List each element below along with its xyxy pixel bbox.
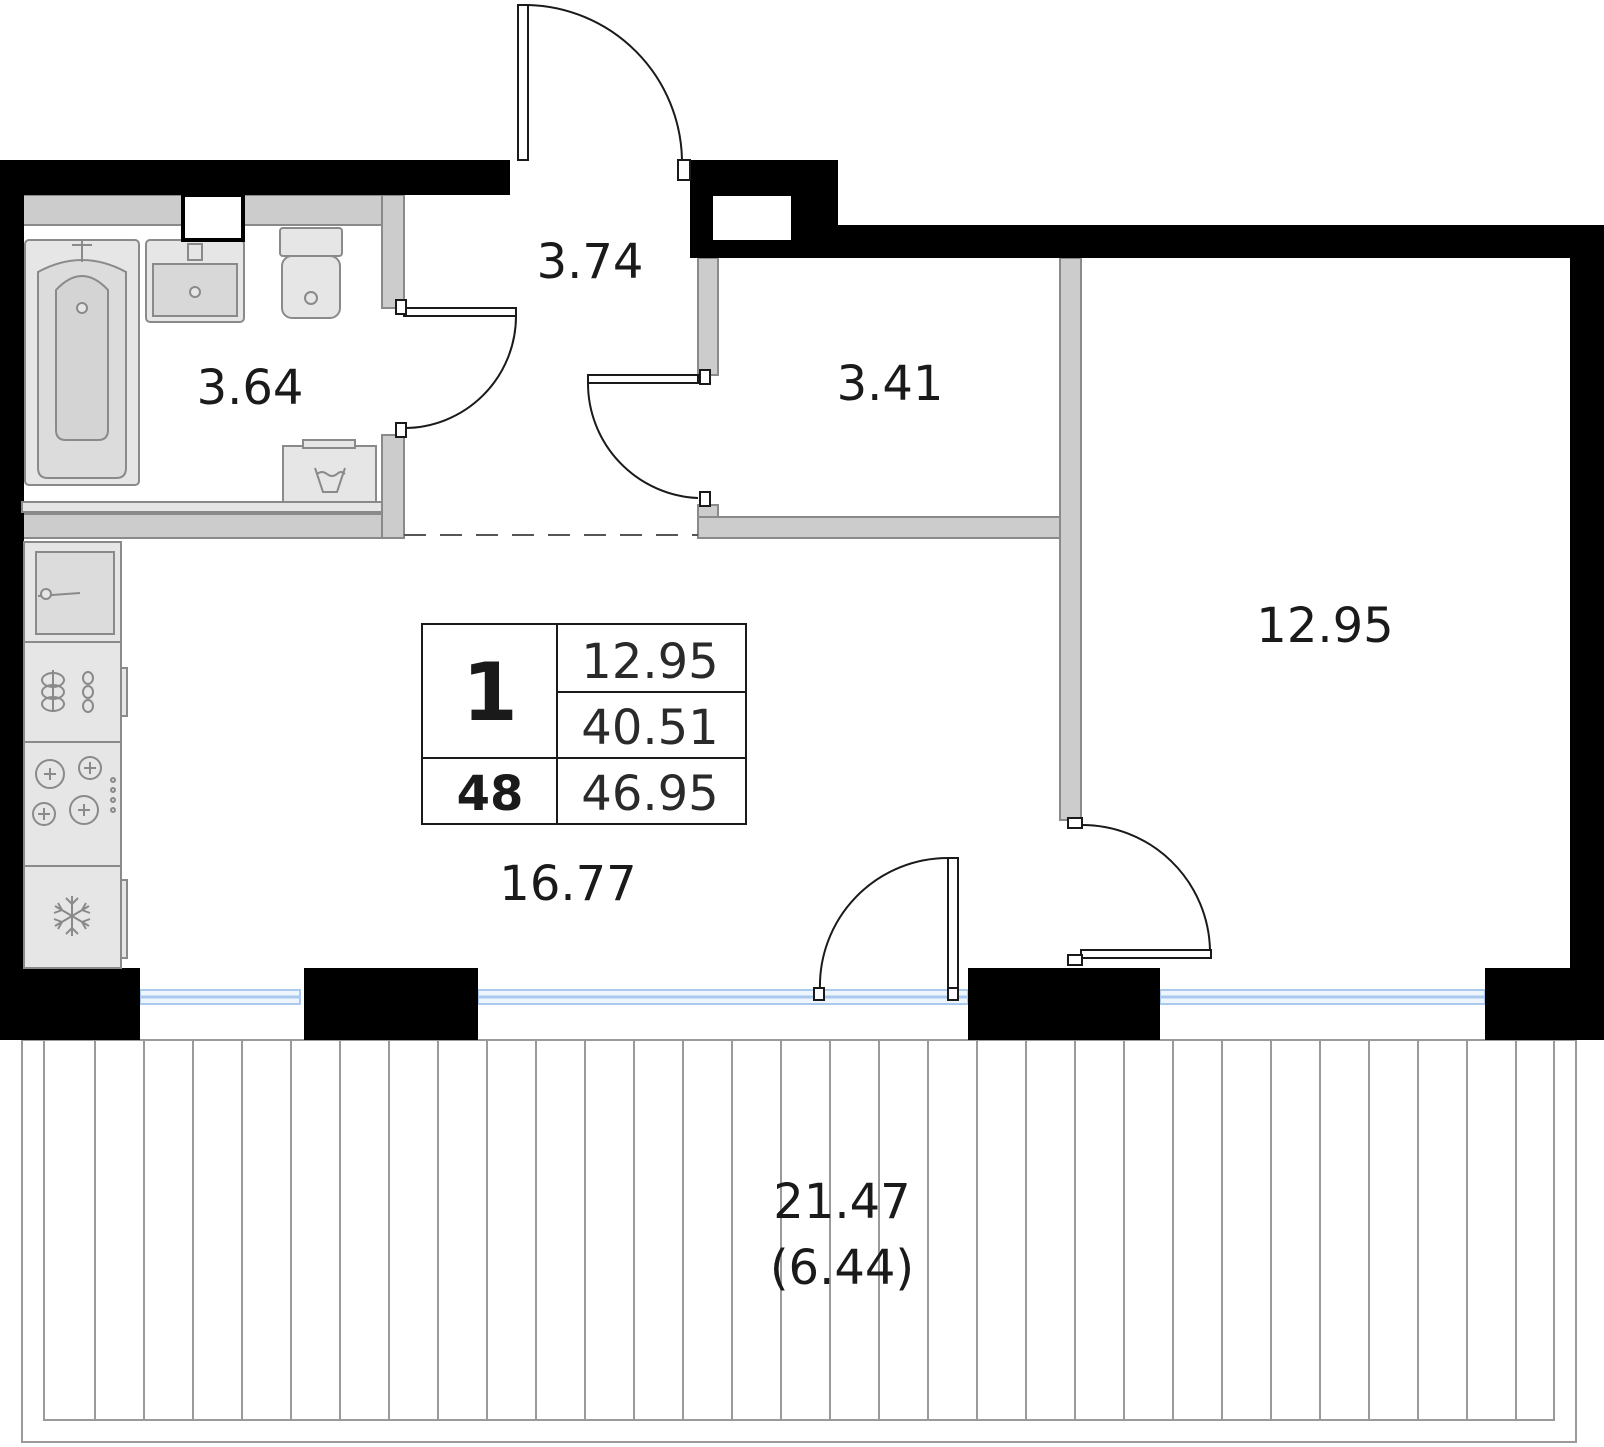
balcony [21, 1039, 1577, 1443]
toilet-icon [279, 227, 343, 319]
balcony-area-label: 21.47 [773, 1174, 910, 1230]
fridge-icon [23, 865, 128, 969]
hall-area-label: 3.74 [537, 234, 644, 290]
balcony-inner-outline [43, 1039, 1555, 1421]
ventilation-shaft [711, 194, 793, 242]
wall-bottom-pier-3 [968, 968, 1160, 1040]
room-labels: 3.64 3.74 3.41 12.95 16.77 21.47 (6.44) [197, 234, 1394, 1296]
wall-bottom-left-pier [0, 968, 140, 1040]
bathtub-icon [24, 239, 140, 486]
doors [395, 4, 1212, 1001]
storage-door [586, 369, 711, 507]
washing-machine-icon [282, 439, 377, 507]
bedroom-area-label: 12.95 [1256, 598, 1393, 654]
bathroom-door [395, 299, 517, 438]
bedroom-partition [1059, 257, 1082, 821]
bath-partition-right-upper [381, 194, 405, 309]
balcony-door [813, 857, 959, 1001]
bath-shaft [181, 193, 245, 242]
apartment-badge: 1 48 12.95 40.51 46.95 [421, 623, 747, 825]
bath-partition-right-lower [381, 434, 405, 539]
bedroom-door [1067, 817, 1212, 966]
sink-icon [145, 239, 245, 323]
wall-top-right [690, 225, 1604, 258]
wall-bottom-pier-2 [304, 968, 478, 1040]
storage-area-label: 3.41 [837, 356, 944, 412]
kitchen-sink-icon [23, 541, 122, 643]
kitchen-fixtures [23, 541, 128, 969]
total-area-value: 40.51 [581, 700, 718, 756]
exterior-walls [0, 160, 1604, 1040]
balcony-deck-boards [94, 1040, 1517, 1420]
wall-left [0, 160, 24, 1040]
total-with-balcony-value: 46.95 [581, 766, 718, 822]
wall-right [1570, 225, 1604, 1040]
apartment-number: 48 [457, 766, 524, 822]
bath-partition-bottom [21, 513, 405, 539]
oven-icon [23, 641, 128, 743]
storage-partition-left-upper [697, 257, 719, 376]
balcony-reduced-area-label: (6.44) [770, 1240, 914, 1296]
wall-top-left [0, 160, 510, 195]
entrance-door [517, 4, 691, 181]
bathroom-fixtures [21, 193, 383, 513]
rooms-count: 1 [462, 646, 518, 739]
living-area-value: 12.95 [581, 634, 718, 690]
bath-counter-line [21, 501, 383, 513]
wall-bottom-right-pier [1485, 968, 1604, 1040]
storage-partition-bottom [697, 516, 1081, 539]
cooktop-icon [23, 741, 122, 867]
kitchen-living-area-label: 16.77 [499, 856, 636, 912]
bathroom-area-label: 3.64 [197, 360, 304, 416]
